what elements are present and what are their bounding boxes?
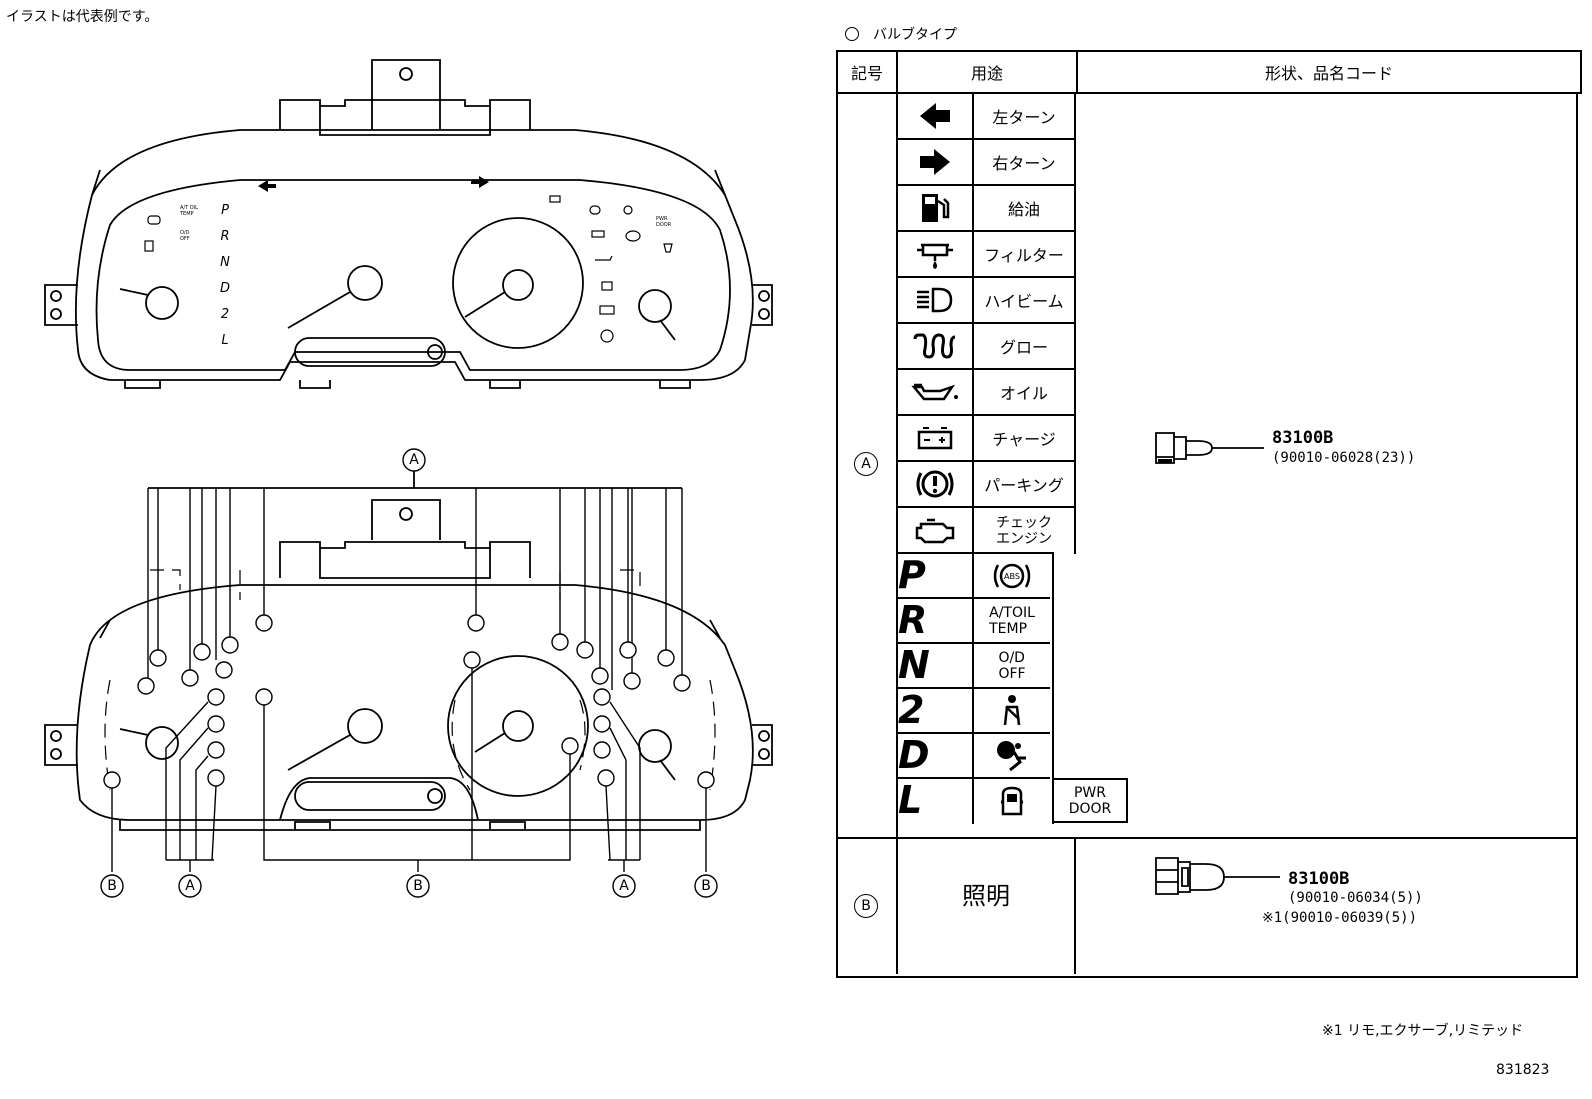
gear-l: L [221, 333, 229, 348]
gear-indicator-column: P R N D 2 L [220, 198, 230, 354]
bulb-table: 記号 用途 形状、品名コード [836, 50, 1582, 94]
figure-id: 831823 [1496, 1062, 1550, 1078]
oil-can-icon [898, 370, 974, 416]
gear-d: D [220, 281, 231, 296]
cluster-overlay: P R N D 2 L A/T OIL TEMP O/D OFF PWR DOO… [0, 30, 800, 910]
row-b-symbol: B [854, 894, 878, 918]
parking-brake-icon [898, 462, 974, 508]
check-engine-icon [898, 508, 974, 554]
bulb-b-illustration [1154, 854, 1294, 904]
gear-r-label: R [898, 599, 974, 644]
circle-marker-icon [845, 27, 859, 41]
bulb-a-illustration [1154, 429, 1274, 473]
od-off-indicator: O/D OFF [180, 230, 190, 242]
row-a-gear-items: P ABS R A/TOIL TEMP N O/D OFF 2 D L PWR … [898, 552, 1178, 824]
label-b-2: B [413, 878, 423, 894]
gear-n-label: N [898, 644, 974, 689]
row-a-items: 左ターン 右ターン 給油 フィルター ハイビーム [898, 94, 1076, 554]
gear-2: 2 [220, 307, 230, 322]
label-left-turn: 左ターン [974, 94, 1074, 140]
table-body: A B 左ターン 右ターン 給油 フィルター [836, 94, 1578, 978]
header-shape-code: 形状、品名コード [1076, 50, 1582, 94]
row-b-usage: 照明 [962, 882, 1010, 910]
label-od-off: O/D OFF [974, 644, 1050, 689]
seatbelt-icon [974, 689, 1050, 734]
caption: イラストは代表例です。 [6, 9, 159, 25]
cluster-diagrams [44, 59, 773, 898]
pwr-door-indicator: PWR DOOR [656, 216, 672, 228]
filter-icon [898, 232, 974, 278]
abs-icon: ABS [974, 554, 1050, 599]
part-code-b: (90010-06034(5)) [1288, 890, 1423, 906]
high-beam-icon [898, 278, 974, 324]
row-a-symbol: A [854, 452, 878, 476]
header-usage: 用途 [896, 50, 1078, 94]
label-filter: フィルター [974, 232, 1074, 278]
glow-plug-icon [898, 324, 974, 370]
gear-r: R [220, 229, 230, 244]
part-number-b: 83100B [1288, 869, 1350, 889]
gear-p: P [221, 203, 229, 218]
label-parking: パーキング [974, 462, 1074, 508]
bulb-type-title: バルブタイプ [845, 24, 957, 44]
left-arrow-icon [898, 94, 974, 140]
label-at-oil-temp: A/TOIL TEMP [974, 599, 1050, 644]
part-code-b-alt: ※1(90010-06039(5)) [1262, 910, 1418, 926]
label-b-3: B [701, 878, 711, 894]
at-oil-temp-indicator: A/T OIL TEMP [180, 205, 198, 217]
right-arrow-icon [898, 140, 974, 186]
label-pwr-door: PWR DOOR [1052, 778, 1128, 823]
label-b-1: B [107, 878, 117, 894]
gear-p-label: P [898, 554, 974, 599]
label-glow: グロー [974, 324, 1074, 370]
label-charge: チャージ [974, 416, 1074, 462]
gear-2-label: 2 [898, 689, 974, 734]
label-oil: オイル [974, 370, 1074, 416]
label-a-1: A [185, 878, 195, 894]
airbag-icon [974, 734, 1050, 779]
part-code-a: (90010-06028(23)) [1272, 450, 1416, 466]
cluster-front-view [44, 59, 773, 389]
cluster-rear-view [44, 470, 773, 872]
door-icon [974, 779, 1050, 824]
gear-d-label: D [898, 734, 974, 779]
label-high-beam: ハイビーム [974, 278, 1074, 324]
battery-icon [898, 416, 974, 462]
label-fuel: 給油 [974, 186, 1074, 232]
fuel-pump-icon [898, 186, 974, 232]
footnote: ※1 リモ,エクサーブ,リミテッド [1322, 1023, 1524, 1039]
header-symbol: 記号 [836, 50, 898, 94]
label-check-engine: チェック エンジン [996, 515, 1052, 547]
abs-text: ABS [1004, 572, 1020, 581]
label-a-top: A [409, 452, 419, 468]
gear-l-label: L [898, 779, 974, 824]
label-right-turn: 右ターン [974, 140, 1074, 186]
label-a-2: A [619, 878, 629, 894]
gear-n: N [220, 255, 230, 270]
part-number-a: 83100B [1272, 428, 1334, 448]
